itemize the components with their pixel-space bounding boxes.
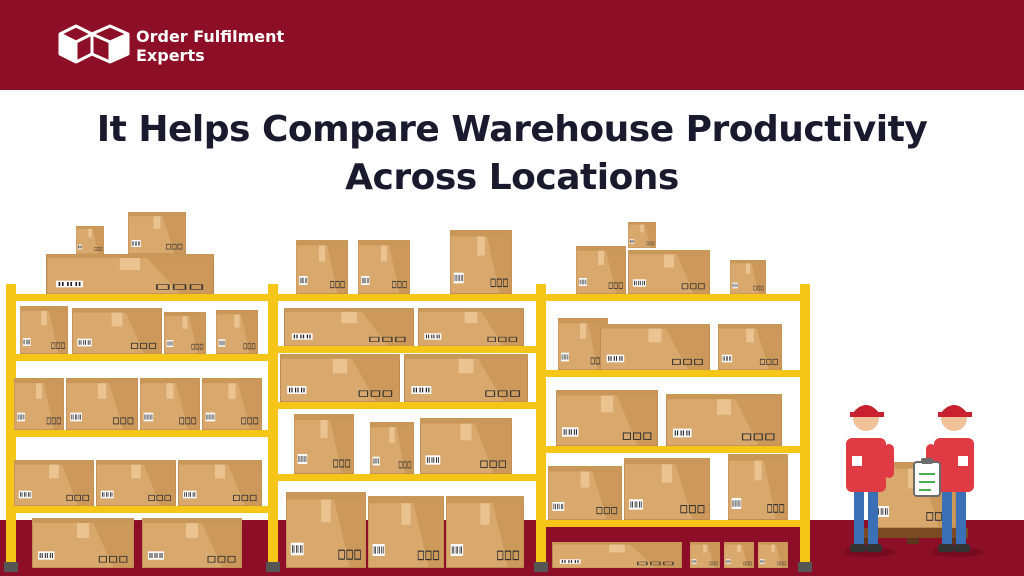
rack-shelf bbox=[272, 474, 536, 481]
cardboard-box bbox=[628, 222, 656, 248]
cardboard-box bbox=[758, 542, 788, 568]
brand-logo[interactable]: Order Fulfilment Experts bbox=[56, 18, 286, 70]
cardboard-box bbox=[76, 226, 104, 254]
rack-shelf bbox=[540, 370, 800, 377]
cardboard-box bbox=[628, 250, 710, 294]
cardboard-box bbox=[66, 378, 138, 430]
cardboard-box bbox=[556, 390, 658, 446]
cardboard-box bbox=[296, 240, 348, 294]
rack-shelf bbox=[272, 294, 536, 301]
cardboard-box bbox=[358, 240, 410, 294]
rack-foot bbox=[534, 562, 548, 572]
cardboard-box bbox=[724, 542, 754, 568]
cardboard-box bbox=[294, 414, 354, 474]
cardboard-box bbox=[202, 378, 262, 430]
rack-upright bbox=[6, 284, 16, 568]
top-banner: Order Fulfilment Experts bbox=[0, 0, 1024, 90]
cardboard-box bbox=[690, 542, 720, 568]
rack-foot bbox=[4, 562, 18, 572]
cardboard-box bbox=[576, 246, 626, 294]
worker-left bbox=[844, 405, 896, 557]
cardboard-box bbox=[14, 460, 94, 506]
cardboard-box bbox=[164, 312, 206, 354]
rack-shelf bbox=[540, 294, 800, 301]
cardboard-box bbox=[666, 394, 782, 446]
cardboard-box bbox=[284, 308, 414, 346]
cardboard-box bbox=[140, 378, 200, 430]
rack-shelf bbox=[10, 430, 268, 437]
cardboard-box bbox=[14, 378, 64, 430]
rack-shelf bbox=[272, 402, 536, 409]
cardboard-box bbox=[418, 308, 524, 346]
rack-upright bbox=[800, 284, 810, 568]
cardboard-box bbox=[128, 212, 186, 254]
rack-shelf bbox=[540, 520, 800, 527]
cardboard-box bbox=[600, 324, 710, 370]
cardboard-box bbox=[450, 230, 512, 294]
cardboard-box bbox=[370, 422, 414, 474]
page-title: It Helps Compare Warehouse Productivity … bbox=[40, 106, 984, 202]
cardboard-box bbox=[446, 496, 524, 568]
cardboard-box bbox=[96, 460, 176, 506]
warehouse-illustration bbox=[4, 212, 984, 572]
page-title-line1: It Helps Compare Warehouse Productivity bbox=[96, 109, 928, 150]
cardboard-box bbox=[216, 310, 258, 354]
rack-upright bbox=[536, 284, 546, 568]
cardboard-box bbox=[20, 306, 68, 354]
rack-shelf bbox=[10, 354, 268, 361]
box-stack bbox=[14, 212, 788, 568]
cardboard-box bbox=[404, 354, 528, 402]
brand-name: Order Fulfilment Experts bbox=[136, 27, 284, 65]
brand-name-line1: Order Fulfilment bbox=[136, 27, 285, 46]
cardboard-box bbox=[286, 492, 366, 568]
cardboard-box bbox=[32, 518, 134, 568]
cardboard-box bbox=[72, 308, 162, 354]
boxes-logo-icon bbox=[58, 24, 130, 64]
cardboard-box bbox=[368, 496, 444, 568]
rack-foot bbox=[798, 562, 812, 572]
cardboard-box bbox=[624, 458, 710, 520]
rack-shelf bbox=[10, 506, 268, 513]
rack-foot bbox=[266, 562, 280, 572]
cardboard-box bbox=[280, 354, 400, 402]
clipboard-icon bbox=[913, 458, 941, 497]
cardboard-box bbox=[718, 324, 782, 370]
cardboard-box bbox=[548, 466, 622, 520]
worker-right bbox=[913, 405, 984, 557]
brand-name-line2: Experts bbox=[136, 46, 205, 65]
cardboard-box bbox=[552, 542, 682, 568]
cardboard-box bbox=[178, 460, 262, 506]
cardboard-box bbox=[142, 518, 242, 568]
rack-shelf bbox=[10, 294, 268, 301]
page-title-line2: Across Locations bbox=[345, 157, 679, 198]
rack-shelf bbox=[540, 446, 800, 453]
rack-upright bbox=[268, 284, 278, 568]
cardboard-box bbox=[420, 418, 512, 474]
cardboard-box bbox=[728, 454, 788, 520]
shelving-rack bbox=[4, 284, 812, 572]
rack-shelf bbox=[272, 346, 536, 353]
cardboard-box bbox=[730, 260, 766, 294]
cardboard-box bbox=[46, 254, 214, 294]
